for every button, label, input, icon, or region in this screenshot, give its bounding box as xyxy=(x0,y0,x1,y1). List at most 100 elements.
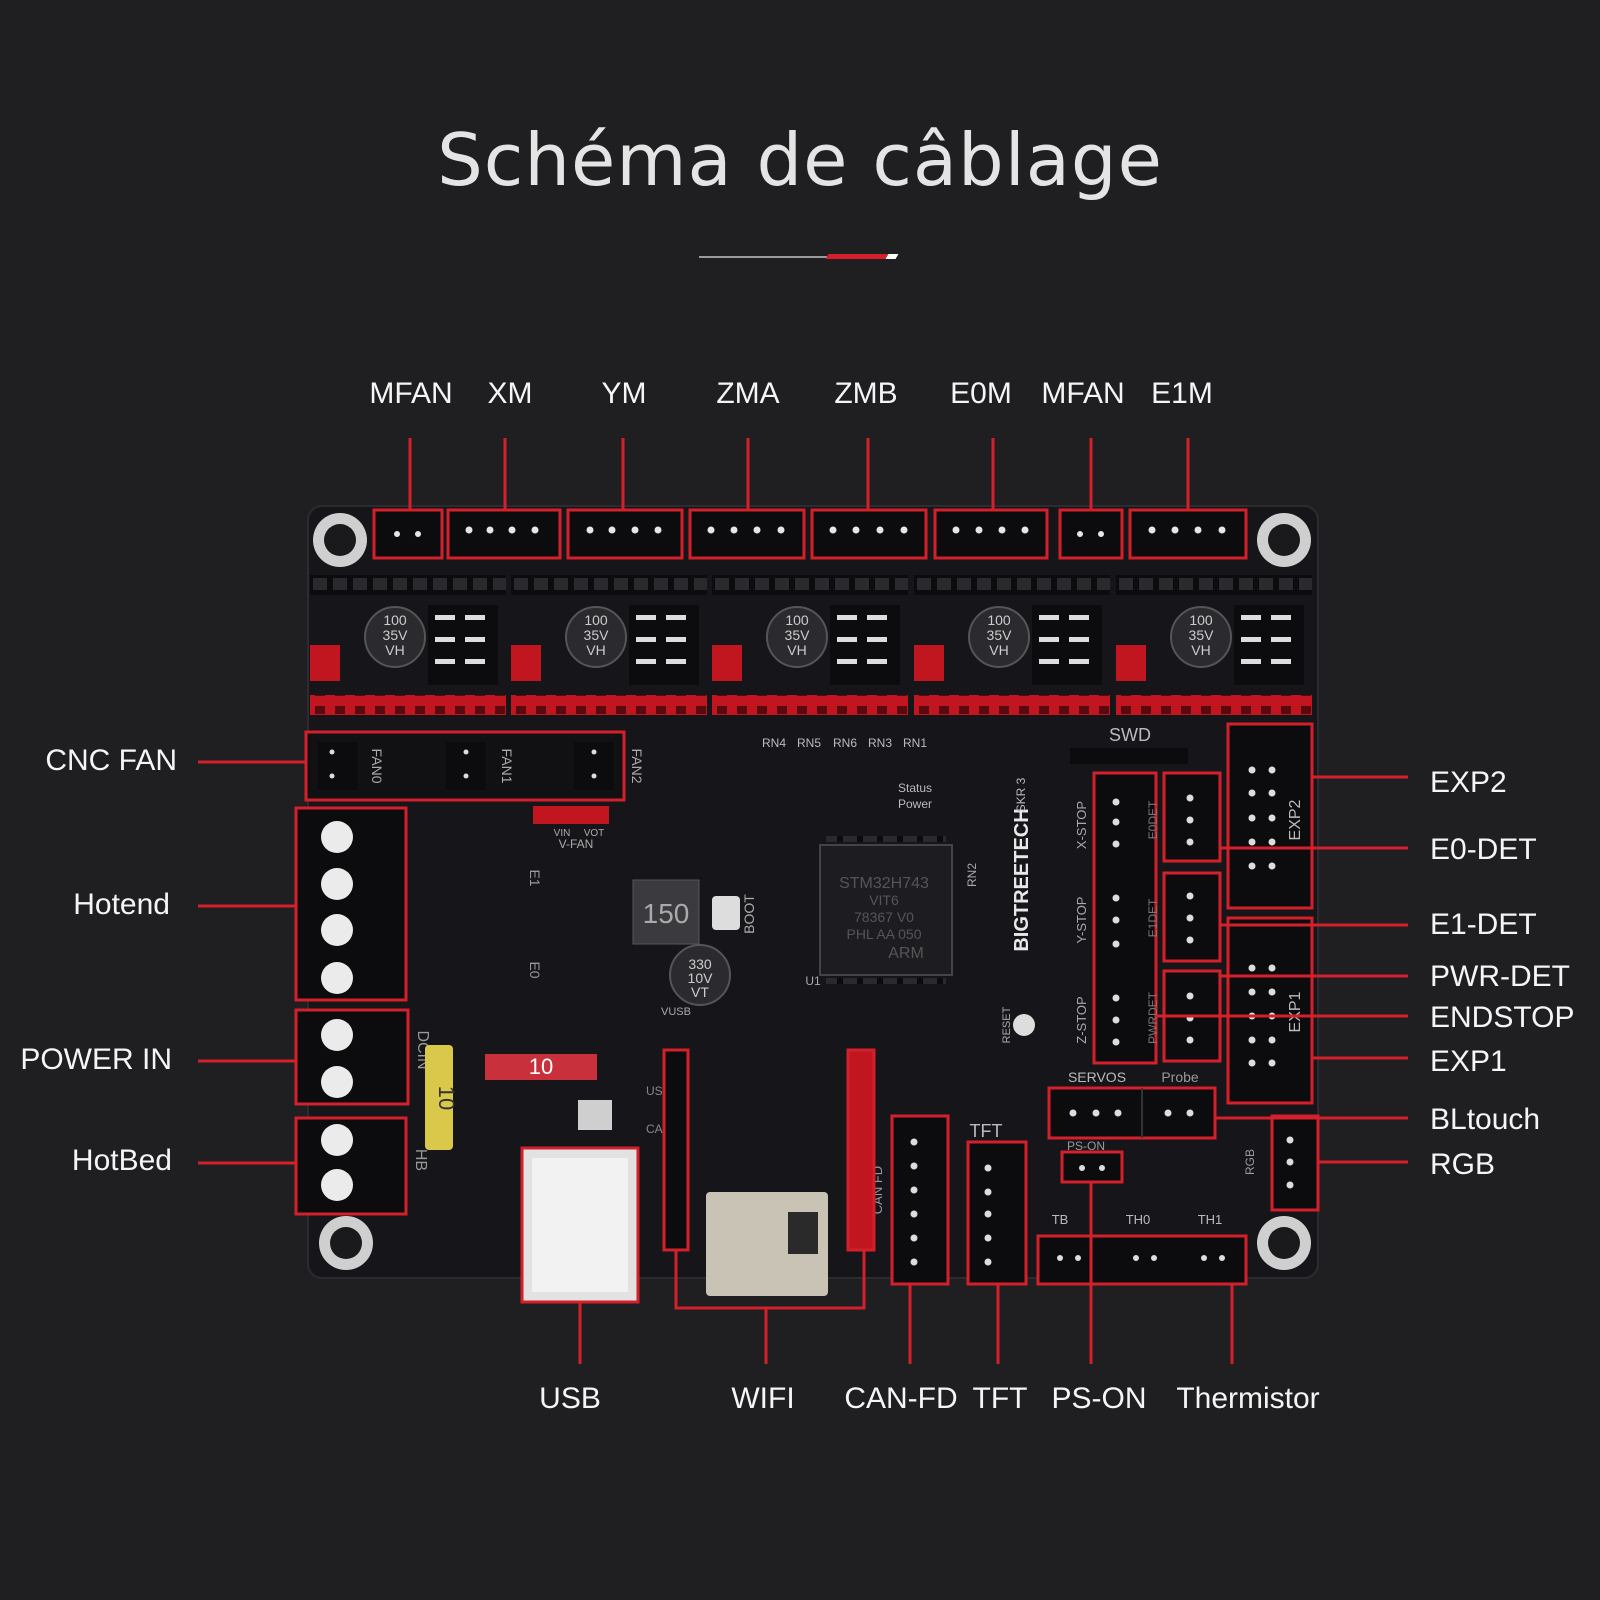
label-xm: XM xyxy=(487,377,533,410)
fuse-main-value: 10 xyxy=(529,1054,553,1079)
power-silk: Power xyxy=(898,797,932,811)
label-tft: TFT xyxy=(972,1382,1028,1415)
zstop-silk: Z-STOP xyxy=(1074,996,1089,1043)
fan1-silk: FAN1 xyxy=(499,748,515,783)
label-e0m: E0M xyxy=(950,377,1012,410)
probe-silk: Probe xyxy=(1161,1069,1199,1085)
chip-arm: ARM xyxy=(888,945,924,962)
reset-silk: RESET xyxy=(1001,1006,1013,1043)
label-mfan-2: MFAN xyxy=(1041,377,1125,410)
cap-value: 100 xyxy=(1189,612,1213,628)
tft-silk: TFT xyxy=(970,1121,1003,1141)
label-bltouch: BLtouch xyxy=(1430,1103,1541,1136)
cap-voltage: 35V xyxy=(987,627,1013,643)
cap-type: VH xyxy=(385,642,404,658)
cap-voltage: 35V xyxy=(383,627,409,643)
cap-type: VH xyxy=(989,642,1008,658)
bigcap-voltage: 10V xyxy=(688,970,714,986)
det-connectors: E0DET E1DET PWRDET xyxy=(1146,771,1222,1063)
rn6-silk: RN6 xyxy=(833,736,857,750)
page-title: Schéma de câblage xyxy=(437,118,1163,202)
screw-terminals: DCIN HB E1 E0 xyxy=(294,806,543,1216)
cap-value: 100 xyxy=(383,612,407,628)
endstop-connectors: X-STOP Y-STOP Z-STOP xyxy=(1074,771,1158,1065)
mcu-chip: STM32H743 VIT6 78367 V0 PHL AA 050 ARM U… xyxy=(805,836,979,988)
label-e1-det: E1-DET xyxy=(1430,908,1537,941)
th1-silk: TH1 xyxy=(1198,1212,1223,1227)
label-can-fd: CAN-FD xyxy=(844,1382,958,1415)
fan2-silk: FAN2 xyxy=(629,748,645,783)
ystop-silk: Y-STOP xyxy=(1074,897,1089,944)
label-e1m: E1M xyxy=(1151,377,1213,410)
label-e0-det: E0-DET xyxy=(1430,833,1537,866)
label-hotbed: HotBed xyxy=(71,1144,172,1177)
reset-button xyxy=(1013,1014,1035,1036)
inductor-label: 150 xyxy=(643,898,690,929)
cap-value: 100 xyxy=(987,612,1011,628)
chip-model: STM32H743 xyxy=(839,875,929,892)
e0det-silk: E0DET xyxy=(1146,800,1160,839)
cap-voltage: 35V xyxy=(584,627,610,643)
bigcap-type: VT xyxy=(691,984,709,1000)
label-hotend: Hotend xyxy=(73,888,170,921)
pwrdet-silk: PWRDET xyxy=(1146,991,1160,1044)
cap-value: 100 xyxy=(785,612,809,628)
label-thermistor: Thermistor xyxy=(1176,1382,1320,1415)
label-usb: USB xyxy=(539,1382,601,1415)
label-exp2: EXP2 xyxy=(1430,766,1507,799)
boot-silk: BOOT xyxy=(741,894,757,934)
rgb-silk: RGB xyxy=(1243,1149,1257,1175)
exp1-silk: EXP1 xyxy=(1287,991,1304,1032)
vot-silk: VOT xyxy=(584,828,605,839)
right-callout-lines xyxy=(1156,775,1408,1164)
mounting-holes xyxy=(313,513,1311,1270)
wifi-sd-area xyxy=(662,1048,876,1310)
label-ym: YM xyxy=(601,377,647,410)
fuses: 10 10 xyxy=(425,1045,597,1150)
cap-type: VH xyxy=(586,642,605,658)
servos-silk: SERVOS xyxy=(1068,1069,1126,1085)
rn4-silk: RN4 xyxy=(762,736,786,750)
label-ps-on: PS-ON xyxy=(1051,1382,1147,1415)
bottom-callout-lines xyxy=(578,1182,1234,1364)
rn3-silk: RN3 xyxy=(868,736,892,750)
label-endstop: ENDSTOP xyxy=(1430,1001,1575,1034)
u1-silk: U1 xyxy=(805,974,821,988)
vfan-silk: V-FAN xyxy=(559,837,594,851)
stepper-drivers: 100 35V VH 100 35V VH 100 xyxy=(310,575,1312,715)
bigcap-value: 330 xyxy=(688,956,712,972)
rn5-silk: RN5 xyxy=(797,736,821,750)
status-silk: Status xyxy=(898,781,932,795)
vin-silk: VIN xyxy=(554,828,571,839)
top-connectors xyxy=(372,508,1248,560)
label-rgb: RGB xyxy=(1430,1148,1496,1181)
cap-voltage: 35V xyxy=(785,627,811,643)
model-silk: SKR 3 xyxy=(1014,777,1028,812)
cap-voltage: 35V xyxy=(1189,627,1215,643)
label-pwr-det: PWR-DET xyxy=(1430,960,1570,993)
fan0-silk: FAN0 xyxy=(369,748,385,783)
e1det-silk: E1DET xyxy=(1146,898,1160,937)
label-exp1: EXP1 xyxy=(1430,1045,1507,1078)
rn-labels: RN4 RN5 RN6 RN3 RN1 Status Power xyxy=(762,736,932,811)
pson-thermistor-connectors: PS-ON TB TH0 TH1 xyxy=(1036,1139,1248,1286)
top-callout-lines xyxy=(408,438,1190,510)
vusb-silk: VUSB xyxy=(661,1006,691,1018)
xstop-silk: X-STOP xyxy=(1074,801,1089,849)
swd-header xyxy=(1070,748,1188,764)
label-power-in: POWER IN xyxy=(20,1043,172,1076)
chip-variant: VIT6 xyxy=(869,892,899,908)
brand-silk: BIGTREETECH xyxy=(1011,808,1033,951)
servo-probe-connectors: SERVOS Probe xyxy=(1047,1069,1217,1140)
label-zma: ZMA xyxy=(716,377,780,410)
cap-type: VH xyxy=(1191,642,1210,658)
swd-silk: SWD xyxy=(1109,725,1151,745)
rgb-connector: RGB xyxy=(1243,1114,1320,1212)
tft-canfd-connectors: TFT CAN FD xyxy=(870,1114,1028,1286)
title-underline xyxy=(699,256,827,258)
label-mfan-1: MFAN xyxy=(369,377,453,410)
cnc-fan-connectors: FAN0 FAN1 FAN2 xyxy=(304,730,645,802)
exp-headers: EXP2 EXP1 xyxy=(1226,722,1314,1105)
rn1-silk: RN1 xyxy=(903,736,927,750)
power-components: 150 330 10V VT BOOT V-FAN VIN VOT VUSB U… xyxy=(533,806,757,1136)
